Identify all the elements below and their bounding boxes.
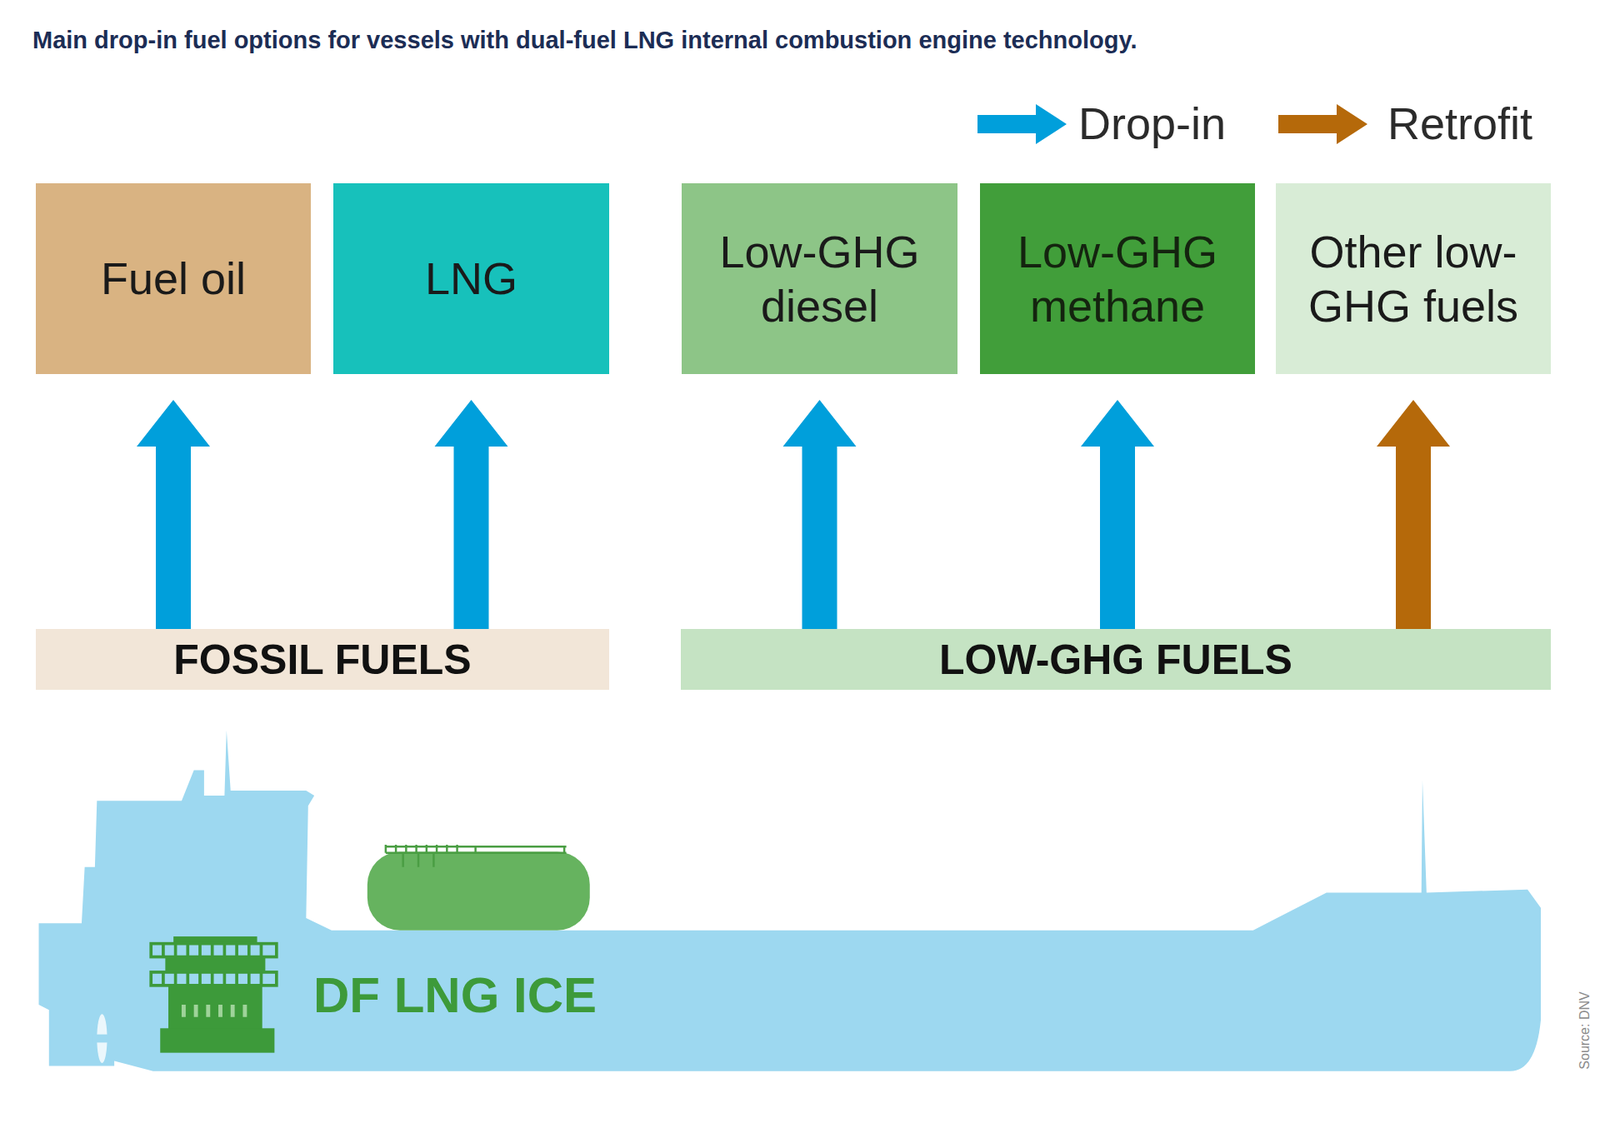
tank-railing xyxy=(385,845,567,868)
legend-swatch xyxy=(1278,103,1369,145)
propeller-hub xyxy=(91,1035,115,1044)
drop-in-arrow xyxy=(136,400,210,630)
fuel-name: Other low-GHG fuels xyxy=(1285,225,1541,334)
fuel-box: Other low-GHG fuels xyxy=(1275,183,1551,375)
part-name: DF LNG ICE xyxy=(313,966,597,1025)
lng-tank xyxy=(367,845,590,931)
engine-symbol xyxy=(150,936,277,1054)
fuel-box: Low-GHG diesel xyxy=(681,183,958,375)
legend-arrow xyxy=(977,104,1067,145)
source-note: Source: DNV xyxy=(1577,991,1593,1070)
category-band: LOW-GHG FUELS xyxy=(680,629,1551,690)
engine-part xyxy=(160,1028,275,1053)
tank-body xyxy=(367,851,590,930)
retrofit-arrow xyxy=(1376,400,1450,630)
fuel-box: Fuel oil xyxy=(35,183,311,375)
diagram-title: Main drop-in fuel options for vessels wi… xyxy=(32,26,1566,55)
fuel-name: LNG xyxy=(425,251,518,306)
engine-part xyxy=(183,1005,245,1018)
engine-part xyxy=(163,944,262,958)
drop-in-arrow xyxy=(435,400,509,630)
legend-text: Drop-in xyxy=(1078,96,1226,150)
fuel-box: LNG xyxy=(333,183,610,375)
category-band: FOSSIL FUELS xyxy=(35,629,610,690)
drop-in-arrow xyxy=(1080,400,1155,630)
legend-arrow xyxy=(1278,104,1368,145)
category-name: FOSSIL FUELS xyxy=(173,635,471,685)
engine-part xyxy=(165,957,265,972)
fuel-name: Low-GHG methane xyxy=(990,225,1245,334)
engine-part xyxy=(150,972,277,986)
engine-part xyxy=(168,985,263,1031)
ship-hull xyxy=(39,730,1541,1072)
engine-part xyxy=(163,972,262,986)
ship-illustration xyxy=(39,730,1541,1072)
legend-swatch xyxy=(977,103,1068,145)
fuel-box: Low-GHG methane xyxy=(980,183,1255,375)
category-name: LOW-GHG FUELS xyxy=(939,635,1293,685)
fuel-name: Low-GHG diesel xyxy=(691,225,948,334)
fuel-name: Fuel oil xyxy=(100,251,246,306)
engine-part xyxy=(150,944,277,958)
drop-in-arrow xyxy=(783,400,857,630)
legend-text: Retrofit xyxy=(1387,96,1533,150)
connector-layer xyxy=(136,400,1450,630)
